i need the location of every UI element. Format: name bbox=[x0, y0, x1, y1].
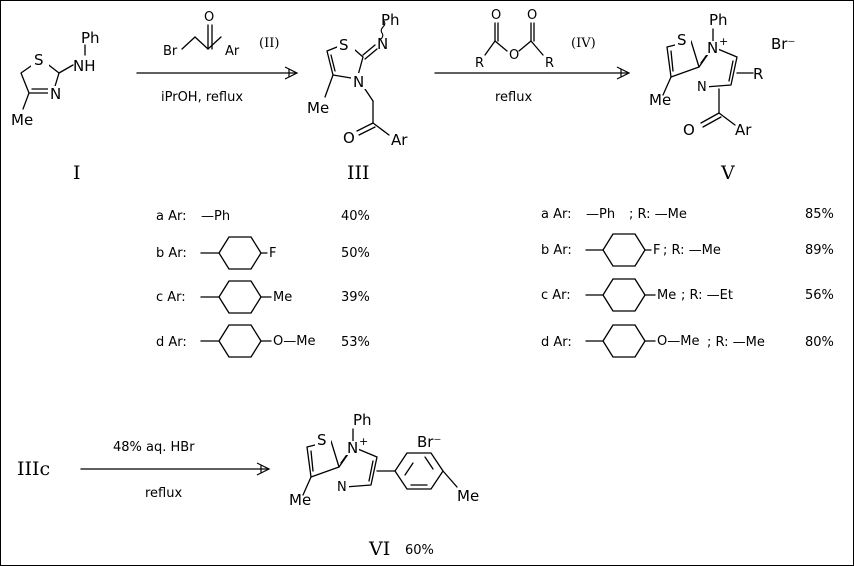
table-iii-row-d: d Ar: O—Me 53% bbox=[156, 324, 370, 358]
atom-s: S bbox=[34, 51, 44, 69]
row-key: a Ar: bbox=[541, 207, 572, 222]
arrowhead-1 bbox=[284, 66, 299, 80]
substituent-me: Me bbox=[289, 491, 311, 509]
atom-o: O bbox=[204, 10, 214, 25]
row-key: c Ar: bbox=[541, 288, 571, 303]
table-iii: a Ar: —Ph 40% b Ar: F 50% c Ar: Me 39% d… bbox=[156, 209, 370, 358]
atom-s: S bbox=[339, 36, 349, 54]
table-iii-row-a: a Ar: —Ph 40% bbox=[156, 209, 370, 224]
arrowhead-3 bbox=[256, 462, 271, 476]
table-v-row-d: d Ar: O—Me ; R: —Me 80% bbox=[541, 324, 834, 358]
atom-o-carbonyl-2: O bbox=[527, 8, 537, 23]
conditions-step3: reflux bbox=[145, 486, 182, 501]
atom-nh: NH bbox=[73, 57, 96, 75]
table-iii-row-b: b Ar: F 50% bbox=[156, 236, 370, 270]
charge-plus: + bbox=[359, 435, 368, 448]
atom-br: Br bbox=[163, 44, 178, 59]
substituent-r: R bbox=[753, 65, 763, 83]
substituent-ph: Ph bbox=[709, 11, 728, 29]
reagent-IV-structure: O O O R R bbox=[475, 8, 554, 71]
atom-o-carbonyl-1: O bbox=[491, 8, 501, 23]
substituent-me: Me bbox=[11, 111, 33, 129]
yield-vi: 60% bbox=[405, 543, 434, 558]
row-substituent: Me bbox=[657, 288, 676, 303]
compound-label-iii: III bbox=[347, 162, 370, 184]
atom-n-plus: N bbox=[707, 39, 718, 57]
row-yield: 80% bbox=[805, 335, 834, 350]
table-v: a Ar: —Ph ; R: —Me 85% b Ar: F ; R: —Me … bbox=[541, 207, 834, 358]
row-r: ; R: —Et bbox=[681, 288, 733, 303]
row-key: d Ar: bbox=[156, 335, 187, 350]
counterion-br: Br⁻ bbox=[417, 433, 441, 451]
compound-V-structure: S N + N Ph Me R O Ar Br⁻ bbox=[649, 11, 795, 139]
substituent-ph: Ph bbox=[381, 11, 400, 29]
row-substituent: F bbox=[269, 246, 276, 261]
compound-VI-structure: S N + N Ph Me Me Br⁻ bbox=[289, 411, 479, 509]
table-v-row-a: a Ar: —Ph ; R: —Me 85% bbox=[541, 207, 834, 222]
atom-n-exo: N bbox=[377, 35, 388, 53]
substituent-me: Me bbox=[649, 91, 671, 109]
atom-o: O bbox=[683, 121, 695, 139]
row-key: a Ar: bbox=[156, 209, 187, 224]
row-yield: 50% bbox=[341, 246, 370, 261]
atom-o-bridge: O bbox=[509, 48, 519, 63]
atom-s: S bbox=[317, 431, 327, 449]
substituent-ph: Ph bbox=[81, 29, 100, 47]
compound-label-vi: VI bbox=[368, 538, 390, 560]
compound-label-i: I bbox=[73, 162, 81, 184]
row-substituent: F bbox=[653, 243, 660, 258]
reagent-label-iv: (IV) bbox=[571, 36, 596, 51]
substituent-me-tolyl: Me bbox=[457, 487, 479, 505]
atom-s: S bbox=[677, 31, 687, 49]
row-substituent: Me bbox=[273, 290, 292, 305]
row-r: ; R: —Me bbox=[707, 335, 765, 350]
row-substituent: O—Me bbox=[273, 334, 315, 349]
row-yield: 89% bbox=[805, 243, 834, 258]
table-v-row-c: c Ar: Me ; R: —Et 56% bbox=[541, 278, 834, 312]
row-key: b Ar: bbox=[156, 246, 187, 261]
atom-n: N bbox=[50, 85, 61, 103]
row-substituent: —Ph bbox=[201, 209, 230, 224]
conditions-step1: iPrOH, reflux bbox=[161, 90, 243, 105]
substituent-ar: Ar bbox=[391, 131, 408, 149]
table-iii-row-c: c Ar: Me 39% bbox=[156, 280, 370, 314]
row-yield: 39% bbox=[341, 290, 370, 305]
row-yield: 53% bbox=[341, 335, 370, 350]
row-yield: 56% bbox=[805, 288, 834, 303]
atom-r-2: R bbox=[545, 56, 554, 71]
atom-ar: Ar bbox=[225, 44, 240, 59]
atom-n-plus: N bbox=[347, 439, 358, 457]
substituent-ph: Ph bbox=[353, 411, 372, 429]
atom-n-bridge: N bbox=[337, 480, 347, 495]
compound-label-iiic: IIIc bbox=[17, 458, 50, 480]
atom-r-1: R bbox=[475, 56, 484, 71]
compound-III-structure: S N N Ph Me O Ar bbox=[307, 11, 408, 149]
compound-label-v: V bbox=[720, 162, 735, 184]
reagent-II-structure: Br O Ar bbox=[163, 10, 240, 59]
row-key: b Ar: bbox=[541, 243, 572, 258]
row-substituent: O—Me bbox=[657, 334, 699, 349]
atom-n-bridge: N bbox=[697, 80, 707, 95]
compound-I-structure: S N NH Ph Me bbox=[11, 29, 100, 129]
atom-o: O bbox=[343, 129, 355, 147]
row-yield: 85% bbox=[805, 207, 834, 222]
charge-plus: + bbox=[719, 35, 728, 48]
row-key: d Ar: bbox=[541, 335, 572, 350]
row-key: c Ar: bbox=[156, 290, 186, 305]
row-substituent: —Ph bbox=[586, 207, 615, 222]
row-yield: 40% bbox=[341, 209, 370, 224]
substituent-me: Me bbox=[307, 99, 329, 117]
conditions-step2: reflux bbox=[495, 90, 532, 105]
arrowhead-2 bbox=[616, 66, 631, 80]
reagent-label-ii: (II) bbox=[259, 36, 279, 51]
row-r: ; R: —Me bbox=[629, 207, 687, 222]
substituent-ar: Ar bbox=[735, 121, 752, 139]
reagent-hbr: 48% aq. HBr bbox=[113, 440, 195, 455]
row-r: ; R: —Me bbox=[663, 243, 721, 258]
atom-n-ring: N bbox=[353, 73, 364, 91]
counterion-br: Br⁻ bbox=[771, 35, 795, 53]
table-v-row-b: b Ar: F ; R: —Me 89% bbox=[541, 233, 834, 267]
